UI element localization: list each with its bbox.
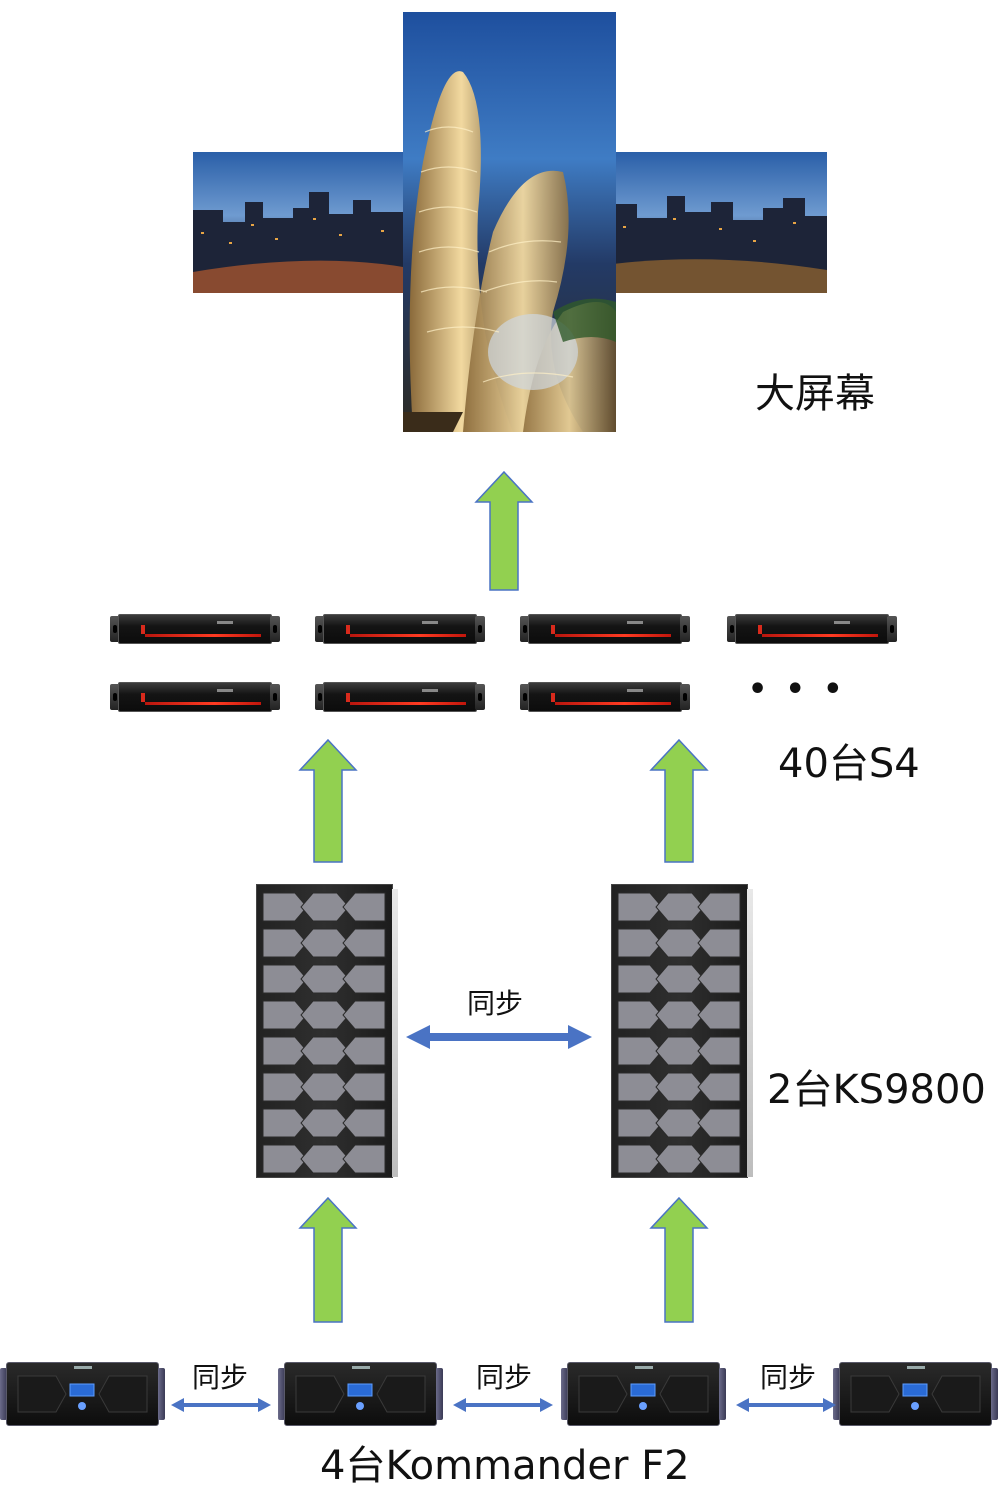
ks9800-unit-right	[611, 884, 753, 1178]
up-arrow-to-screen	[474, 470, 534, 591]
ks9800-unit-left	[256, 884, 398, 1178]
s4-unit	[315, 614, 485, 644]
sync-arrow-kommander-1	[171, 1398, 271, 1412]
sync-arrow-kommander-2	[453, 1398, 553, 1412]
kommander-f2-unit	[833, 1362, 998, 1426]
kommander-f2-unit	[278, 1362, 443, 1426]
up-arrow-left-to-ks9800	[298, 1196, 358, 1323]
galaxy-building-image	[403, 12, 616, 432]
kommander-f2-unit	[561, 1362, 726, 1426]
s4-label: 40台S4	[778, 741, 920, 787]
s4-unit	[315, 682, 485, 712]
s4-unit	[110, 682, 280, 712]
big-screen	[193, 12, 827, 432]
s4-unit	[520, 614, 690, 644]
sync-label-ks9800: 同步	[467, 987, 524, 1020]
s4-unit	[110, 614, 280, 644]
kommander-label: 4台Kommander F2	[320, 1443, 690, 1489]
sync-label-kommander-3: 同步	[760, 1361, 817, 1394]
more-units-ellipsis: • • •	[748, 672, 847, 707]
sync-label-kommander-1: 同步	[192, 1361, 249, 1394]
sync-label-kommander-2: 同步	[476, 1361, 533, 1394]
sync-arrow-ks9800	[406, 1025, 592, 1049]
screen-label: 大屏幕	[755, 371, 875, 417]
s4-unit	[520, 682, 690, 712]
up-arrow-right-to-ks9800	[649, 1196, 709, 1323]
screen-vertical-panel	[403, 12, 616, 432]
sync-arrow-kommander-3	[736, 1398, 836, 1412]
s4-unit	[727, 614, 897, 644]
up-arrow-right-to-s4	[649, 738, 709, 863]
up-arrow-left-to-s4	[298, 738, 358, 863]
kommander-f2-unit	[0, 1362, 165, 1426]
ks9800-label: 2台KS9800	[767, 1067, 986, 1113]
